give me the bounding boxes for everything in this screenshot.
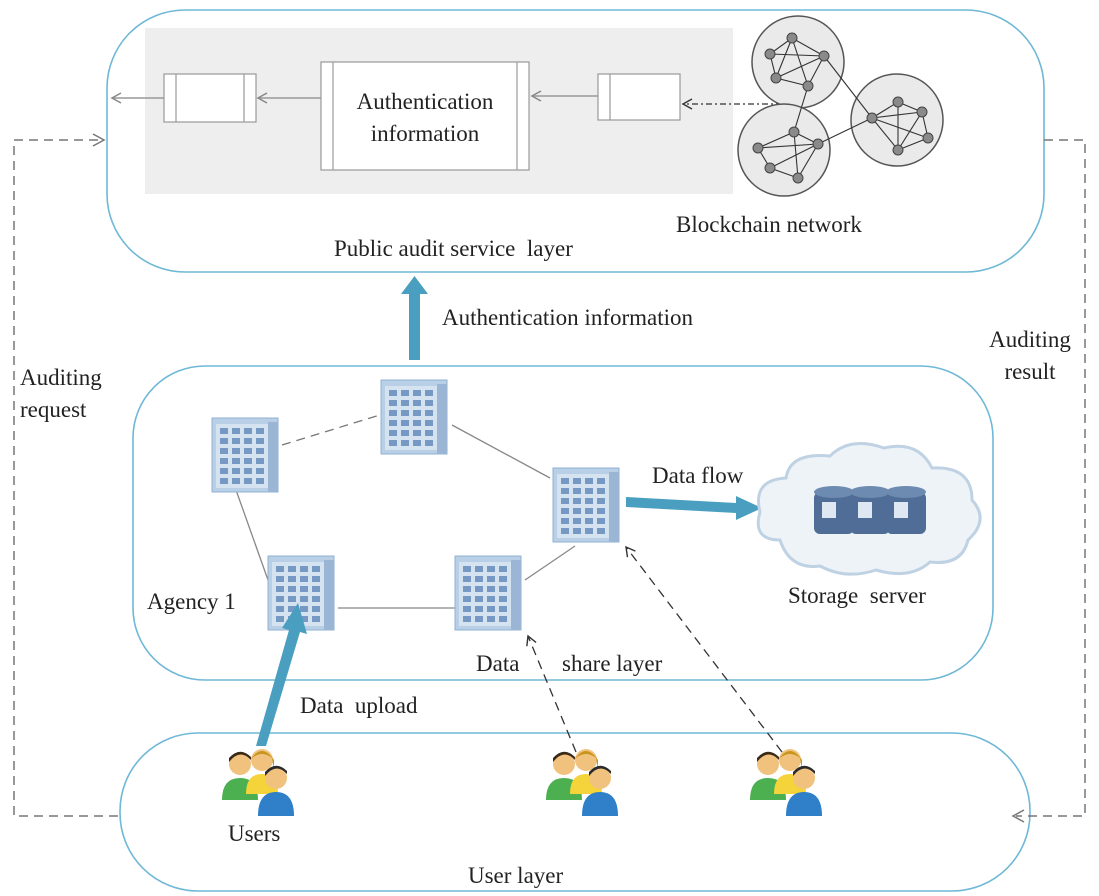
building-icon bbox=[454, 555, 522, 631]
data-flow-arrow bbox=[626, 496, 762, 520]
authentication-information-box-label: Authentication information bbox=[321, 86, 529, 150]
user-layer-label: User layer bbox=[468, 863, 564, 888]
data-upload-label: Data upload bbox=[300, 693, 418, 718]
blockchain-network-label: Blockchain network bbox=[676, 212, 862, 237]
building-icon bbox=[380, 379, 448, 455]
auditing-request-line-2: request bbox=[20, 397, 87, 422]
auth-box-line-2: information bbox=[370, 121, 480, 146]
agency-1-label: Agency 1 bbox=[147, 589, 236, 614]
auditing-request-line-1: Auditing bbox=[20, 365, 102, 390]
auditing-request-label: Auditing request bbox=[20, 362, 102, 426]
auditing-request-line bbox=[13, 139, 118, 817]
auditing-result-line-2: result bbox=[1004, 359, 1056, 384]
data-upload-arrow bbox=[256, 603, 307, 746]
auditing-result-line bbox=[1016, 139, 1086, 817]
authentication-information-block bbox=[320, 61, 530, 171]
auth-box-line-1: Authentication bbox=[356, 89, 494, 114]
data-flow-label: Data flow bbox=[652, 463, 744, 488]
storage-server-label: Storage server bbox=[788, 583, 926, 608]
blockchain-network-icon bbox=[737, 15, 944, 197]
authentication-information-arrow-label: Authentication information bbox=[442, 305, 694, 330]
auditing-result-label: Auditing result bbox=[976, 324, 1084, 388]
building-icon bbox=[211, 417, 279, 493]
output-block bbox=[163, 73, 257, 123]
input-block bbox=[597, 73, 681, 121]
public-audit-layer-label: Public audit service layer bbox=[334, 236, 573, 261]
data-share-layer-label-1: Data bbox=[476, 651, 520, 676]
users-label: Users bbox=[228, 821, 281, 846]
auditing-result-line-1: Auditing bbox=[989, 327, 1071, 352]
data-share-layer-label-2: share layer bbox=[562, 651, 663, 676]
authentication-up-arrow bbox=[401, 276, 428, 360]
building-icon bbox=[552, 467, 620, 543]
database-icon bbox=[814, 486, 926, 534]
